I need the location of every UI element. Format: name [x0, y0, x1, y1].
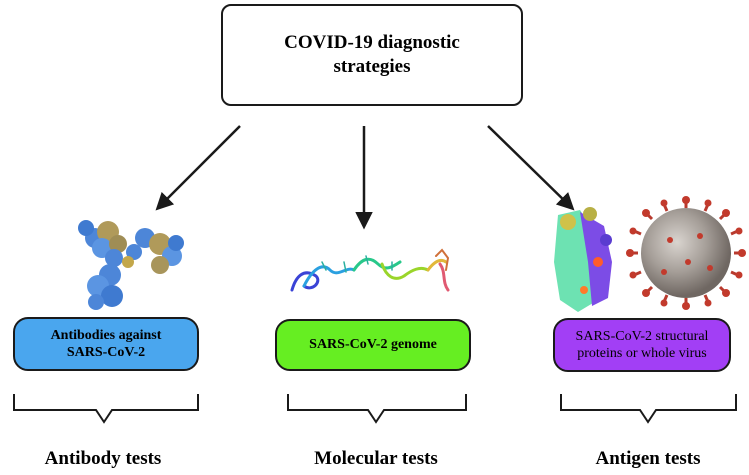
molecular-tests-label: Molecular tests: [314, 448, 438, 469]
antibody-tests-label: Antibody tests: [44, 448, 162, 469]
arrow-to-antigen: [487, 125, 575, 211]
brace-molecular: [287, 394, 467, 424]
antigen-label-line-1: SARS-CoV-2 structural: [575, 328, 709, 344]
antigen-tests-label: Antigen tests: [595, 448, 701, 469]
brace-antigen: [560, 394, 737, 424]
antibody-protein-image: [78, 220, 184, 310]
title-line-2: strategies: [333, 56, 411, 77]
genome-label-line-1: SARS-CoV-2 genome: [309, 337, 437, 353]
antibodies-label: Antibodies against SARS-CoV-2: [14, 318, 198, 370]
genome-ribbon-image: [290, 248, 450, 292]
antigen-box: [553, 318, 731, 372]
diagram-title: COVID-19 diagnostic strategies: [222, 5, 522, 105]
antibodies-label-line-2: SARS-CoV-2: [66, 345, 146, 360]
genome-label: SARS-CoV-2 genome: [276, 320, 470, 370]
brace-antibody: [13, 394, 199, 424]
title-line-1: COVID-19 diagnostic: [284, 32, 460, 54]
genome-box: [275, 319, 471, 371]
antigen-label-line-2: proteins or whole virus: [577, 346, 707, 361]
antibodies-box: [13, 317, 199, 371]
title-box: [221, 4, 523, 106]
antibodies-label-line-1: Antibodies against: [50, 327, 162, 343]
spike-protein-image: [554, 207, 612, 312]
antigen-label: SARS-CoV-2 structural proteins or whole …: [554, 319, 730, 371]
virion-image: [626, 196, 746, 310]
arrow-to-antibodies: [155, 125, 241, 211]
